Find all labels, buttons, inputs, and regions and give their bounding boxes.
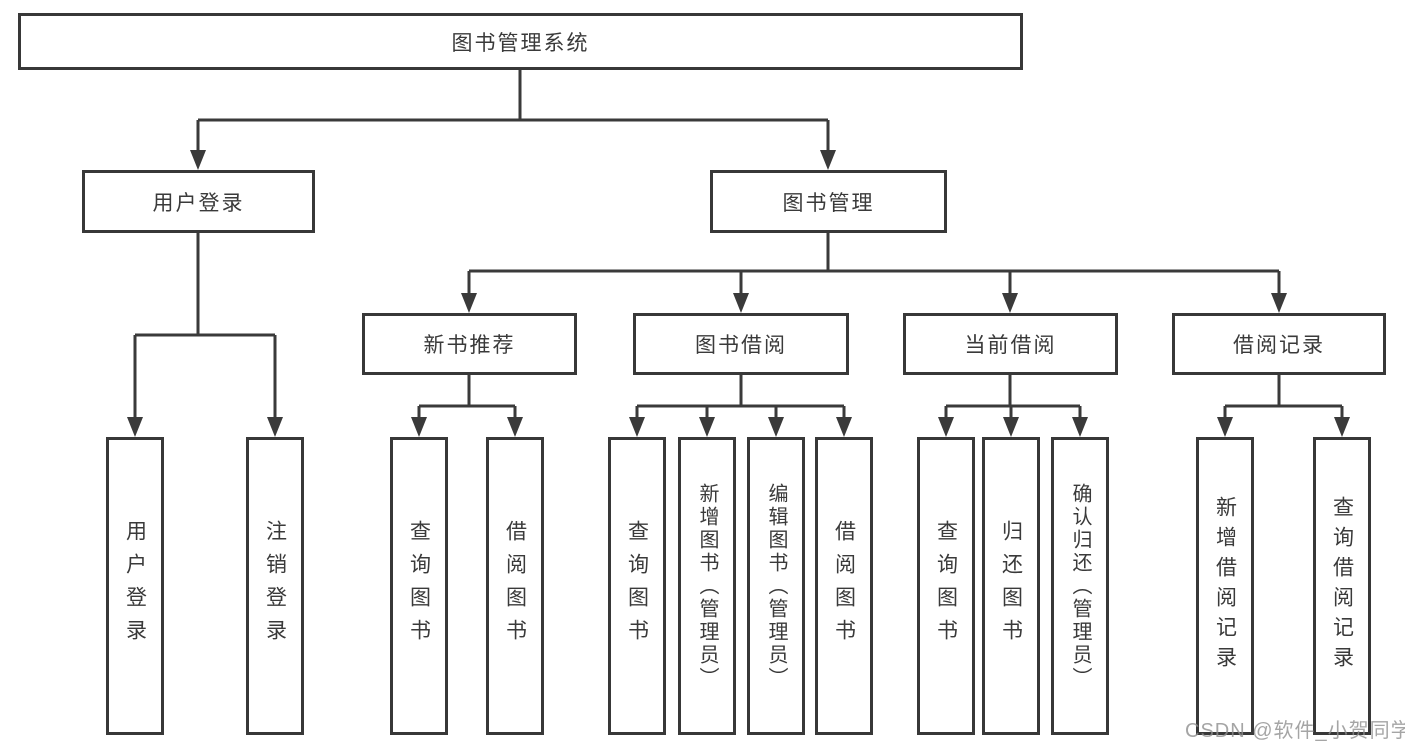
- leaf-add-book-admin: 新增图书（管理员）: [678, 437, 736, 735]
- arrowhead-icon: [699, 417, 715, 437]
- edge-newbookrec-to-leaves: [417, 375, 517, 421]
- arrowheads: [127, 150, 1350, 437]
- leaf-confirm-return-admin: 确认归还（管理员）: [1051, 437, 1109, 735]
- arrowhead-icon: [629, 417, 645, 437]
- leaf-edit-book-admin-label: 编辑图书（管理员）: [765, 482, 787, 690]
- arrowhead-icon: [507, 417, 523, 437]
- arrowhead-icon: [1002, 293, 1018, 313]
- leaf-confirm-return-admin-label: 确认归还（管理员）: [1069, 482, 1091, 690]
- leaf-add-book-admin-label: 新增图书（管理员）: [696, 482, 718, 690]
- node-root-label: 图书管理系统: [451, 31, 590, 55]
- leaf-add-borrow-record-label: 新增借阅记录: [1213, 496, 1237, 676]
- arrowhead-icon: [461, 293, 477, 313]
- arrowhead-icon: [267, 417, 283, 437]
- leaf-query-borrow-record-label: 查询借阅记录: [1330, 496, 1354, 676]
- arrowhead-icon: [127, 417, 143, 437]
- leaf-logout: 注销登录: [246, 437, 304, 735]
- leaf-borrow-book-recommend-label: 借阅图书: [503, 520, 527, 652]
- edge-currentborrow-to-leaves: [944, 375, 1082, 421]
- arrowhead-icon: [190, 150, 206, 170]
- edge-bookmgmt-to-level3: [467, 233, 1281, 297]
- node-book-borrow-label: 图书借阅: [695, 334, 787, 357]
- leaf-return-book: 归还图书: [982, 437, 1040, 735]
- leaf-query-book-current-label: 查询图书: [934, 520, 958, 652]
- node-new-book-recommend-label: 新书推荐: [423, 334, 516, 357]
- arrowhead-icon: [1271, 293, 1287, 313]
- arrowhead-icon: [1217, 417, 1233, 437]
- leaf-logout-label: 注销登录: [263, 520, 287, 652]
- node-user-login-label: 用户登录: [152, 191, 245, 215]
- arrowhead-icon: [1072, 417, 1088, 437]
- leaf-query-book-borrow: 查询图书: [608, 437, 666, 735]
- node-book-management-label: 图书管理: [782, 191, 875, 215]
- leaf-query-borrow-record: 查询借阅记录: [1313, 437, 1371, 735]
- leaf-user-login-label: 用户登录: [123, 520, 147, 652]
- node-book-borrow: 图书借阅: [633, 313, 849, 375]
- node-root: 图书管理系统: [18, 13, 1023, 70]
- csdn-watermark: CSDN @软件_小贺同学: [1185, 720, 1405, 742]
- arrowhead-icon: [768, 417, 784, 437]
- node-book-management: 图书管理: [710, 170, 947, 233]
- edge-borrowrecords-to-leaves: [1223, 375, 1344, 421]
- node-user-login: 用户登录: [82, 170, 315, 233]
- leaf-borrow-book-recommend: 借阅图书: [486, 437, 544, 735]
- connector-paths: [133, 70, 1344, 421]
- arrowhead-icon: [938, 417, 954, 437]
- edge-root-to-level2: [196, 70, 830, 154]
- leaf-return-book-label: 归还图书: [999, 520, 1023, 652]
- leaf-query-book-current: 查询图书: [917, 437, 975, 735]
- arrowhead-icon: [1003, 417, 1019, 437]
- node-new-book-recommend: 新书推荐: [362, 313, 577, 375]
- edge-userlogin-to-leaves: [133, 233, 277, 421]
- arrowhead-icon: [1334, 417, 1350, 437]
- node-borrow-records: 借阅记录: [1172, 313, 1386, 375]
- leaf-query-book-recommend-label: 查询图书: [407, 520, 431, 652]
- arrowhead-icon: [733, 293, 749, 313]
- leaf-borrow-book-label: 借阅图书: [832, 520, 856, 652]
- leaf-query-book-recommend: 查询图书: [390, 437, 448, 735]
- leaf-add-borrow-record: 新增借阅记录: [1196, 437, 1254, 735]
- leaf-borrow-book: 借阅图书: [815, 437, 873, 735]
- leaf-user-login: 用户登录: [106, 437, 164, 735]
- leaf-query-book-borrow-label: 查询图书: [625, 520, 649, 652]
- arrowhead-icon: [836, 417, 852, 437]
- node-borrow-records-label: 借阅记录: [1233, 334, 1325, 357]
- leaf-edit-book-admin: 编辑图书（管理员）: [747, 437, 805, 735]
- edge-bookborrow-to-leaves: [635, 375, 846, 421]
- node-current-borrow: 当前借阅: [903, 313, 1118, 375]
- arrowhead-icon: [820, 150, 836, 170]
- node-current-borrow-label: 当前借阅: [964, 334, 1057, 357]
- arrowhead-icon: [411, 417, 427, 437]
